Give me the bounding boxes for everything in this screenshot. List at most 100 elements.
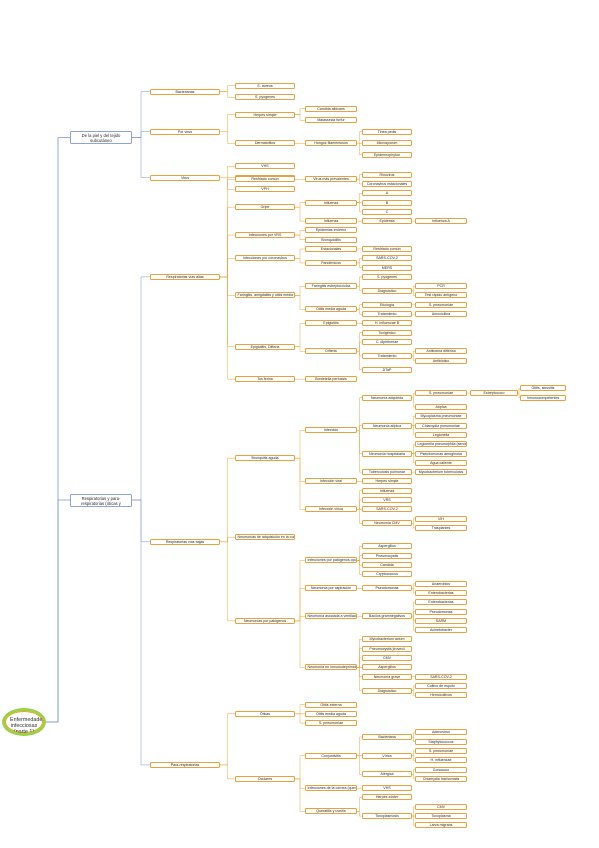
topic-node[interactable]: S. pyogenes [362,273,412,280]
topic-node[interactable]: Hongos filamentosos [305,140,357,147]
topic-node[interactable]: Infección vírica [305,506,357,513]
topic-node[interactable]: Candida albicans [305,105,357,112]
topic-node[interactable]: Otitis media aguda [305,710,357,717]
main-branch-node[interactable]: De la piel y del tejido subcutáneo [70,131,132,144]
topic-node[interactable]: Infecciones por VRS [235,232,295,239]
topic-node[interactable]: Pneumocystis [362,552,412,559]
topic-node[interactable]: Hemocultivos [415,692,467,699]
topic-node[interactable]: Influenza [305,218,357,225]
topic-node[interactable]: Tos ferina [235,376,295,383]
topic-node[interactable]: Rinovirus [362,171,412,178]
topic-node[interactable]: Cultivo de esputo [415,682,467,689]
topic-node[interactable]: Epidemia [362,218,412,225]
topic-node[interactable]: Enterobacterias [415,589,467,596]
topic-node[interactable]: S. pneumoniae [415,301,467,308]
topic-node[interactable]: Anaerobios [415,580,467,587]
topic-node[interactable]: SARS-COV-2 [415,673,467,680]
topic-node[interactable]: Toxoplasmosis [362,813,412,820]
topic-node[interactable]: Bronquiolitis [305,236,357,243]
topic-node[interactable]: Neumonía por aspiración [305,585,357,592]
topic-node[interactable]: VHS [362,785,412,792]
topic-node[interactable]: Enterobacterias [415,599,467,606]
topic-node[interactable]: Antibiótico [415,357,467,364]
topic-node[interactable]: Herpes zóster [362,794,412,801]
topic-node[interactable]: VRS [362,497,412,503]
topic-node[interactable]: Neumonía CMV [362,520,412,527]
topic-node[interactable]: Dermatofitos [235,140,295,147]
topic-node[interactable]: S. pneumoniae [415,747,467,754]
topic-node[interactable]: Epiglotitis [305,320,357,327]
topic-node[interactable]: Inmunocompetentes [520,394,566,401]
topic-node[interactable]: S. aureus [235,82,295,89]
topic-node[interactable]: VPH [235,186,295,193]
topic-node[interactable]: S. pneumoniae [305,720,357,727]
topic-node[interactable]: Epidemias invierno [305,227,357,234]
topic-node[interactable]: Etiología [362,301,412,308]
topic-node[interactable]: Faringitis, amigdalitis y otitis media a… [235,292,295,299]
topic-node[interactable]: Estacionales [305,246,357,252]
topic-node[interactable]: Otitis media aguda [305,306,357,313]
topic-node[interactable]: SARS-COV-2 [362,255,412,262]
topic-node[interactable]: C [362,208,412,215]
topic-node[interactable]: Gonococo [415,766,467,773]
topic-node[interactable]: Chlamydia pneumoniae [415,422,467,429]
topic-node[interactable]: Infección [305,427,357,434]
topic-node[interactable]: Trasplantes [415,524,467,531]
topic-node[interactable]: Microsporum [362,140,412,147]
topic-node[interactable]: S. pyogenes [235,94,295,101]
topic-node[interactable]: CMV [362,655,412,662]
topic-node[interactable]: Neumonía en inmunodeprimidos [305,664,357,671]
topic-node[interactable]: Amoxicilina [415,311,467,318]
topic-node[interactable]: A [362,190,412,197]
topic-node[interactable]: VHS [235,163,295,170]
topic-node[interactable]: Mycobacterium tuberculosis [415,469,467,476]
topic-node[interactable]: Neumonías por patógenos [235,617,295,624]
topic-node[interactable]: Herpes simple [362,478,412,485]
topic-node[interactable]: Influenza A [415,218,467,225]
topic-node[interactable]: Bordetella pertussis [305,376,357,383]
topic-node[interactable]: Pseudomonas [415,608,467,615]
topic-node[interactable]: Herpes simple [235,111,295,118]
topic-node[interactable]: Tratamiento [362,311,412,318]
topic-node[interactable]: Gripe [235,204,295,211]
topic-node[interactable]: Epidermophyton [362,151,412,158]
topic-node[interactable]: CMV [415,803,467,810]
topic-node[interactable]: Neumonía atípica [362,422,412,429]
topic-node[interactable]: C. diphtheriae [362,338,412,345]
topic-node[interactable]: Neumonía adquirida [362,394,412,401]
topic-node[interactable]: Tuberculosis pulmonar [362,469,412,476]
topic-node[interactable]: Alérgica [362,771,412,778]
topic-node[interactable]: Mycoplasma pneumoniae [415,413,467,420]
topic-node[interactable]: Malassezia furfur [305,117,357,124]
topic-node[interactable]: Pseudomonas aeruginosa [415,450,467,457]
topic-node[interactable]: Pandémicos [305,259,357,266]
topic-node[interactable]: Por virus [150,128,220,135]
topic-node[interactable]: Virus más prevalentes [305,176,357,183]
topic-node[interactable]: H. influenzae B [362,320,412,327]
topic-node[interactable]: SARS-COV-2 [362,506,412,513]
topic-node[interactable]: Diagnóstico [362,287,412,294]
topic-node[interactable]: Bacteriana [362,734,412,741]
topic-node[interactable]: Vírica [362,752,412,759]
topic-node[interactable]: Infecciones por patógenos oportunistas [305,557,357,564]
topic-node[interactable]: Otitis, sinusitis [520,385,566,392]
topic-node[interactable]: Legionella pneumophila (aerosoles) [415,441,467,448]
topic-node[interactable]: Neumonías de adquisición en la comunidad [235,534,295,541]
topic-node[interactable]: SARM [415,617,467,624]
topic-node[interactable]: Chlamydia trachomatis [415,775,467,782]
topic-node[interactable]: Larva migrans [415,822,467,829]
topic-node[interactable]: Resfriado común [235,176,295,183]
topic-node[interactable]: Faringitis estreptocócica [305,283,357,290]
topic-node[interactable]: Neumonía hospitalaria [362,450,412,457]
topic-node[interactable]: Acinetobacter [415,627,467,634]
topic-node[interactable]: Difteria [305,348,357,355]
topic-node[interactable]: S. pneumoniae [415,390,467,397]
topic-node[interactable]: Conjuntivitis [305,752,357,759]
topic-node[interactable]: Pseudomonas [362,585,412,592]
topic-node[interactable]: Antitoxina diftérica [415,348,467,355]
topic-node[interactable]: Tratamiento [362,352,412,359]
topic-node[interactable]: H. influenzae [415,757,467,764]
topic-node[interactable]: Bacterianas [150,88,220,95]
root-topic[interactable]: Enfermedades infecciosas (parte 1) [2,708,46,736]
topic-node[interactable]: Influenza [305,199,357,206]
